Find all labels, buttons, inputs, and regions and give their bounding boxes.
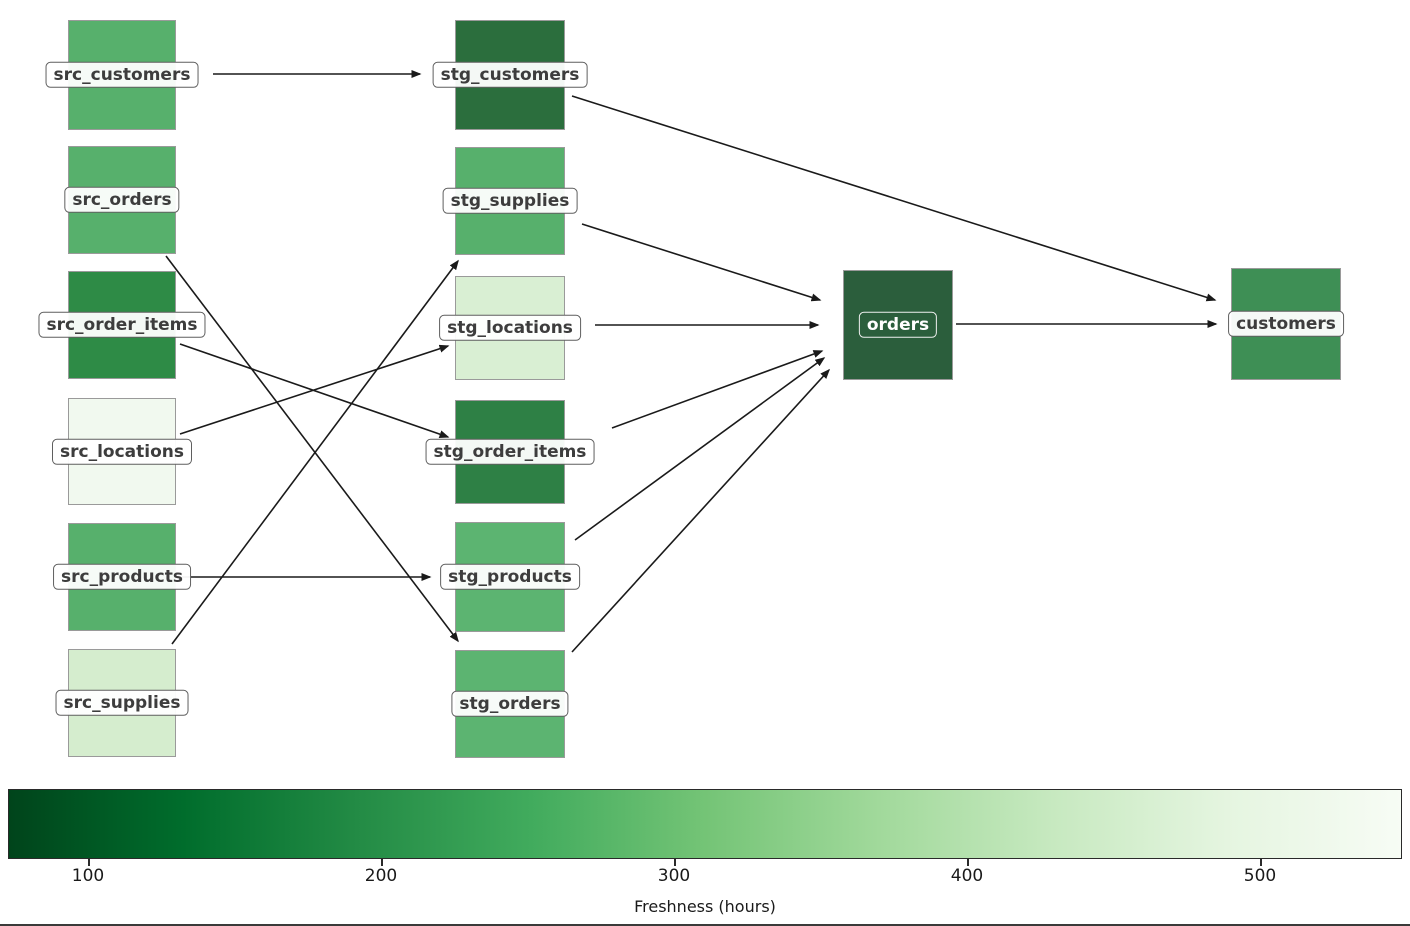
node-label-stg_order_items: stg_order_items [425, 438, 595, 466]
edge-stg_supplies-to-orders [581, 223, 822, 302]
edge-src_order_items-to-stg_order_items [179, 343, 450, 438]
edge-stg_orders-to-orders [571, 368, 831, 653]
edge-src_locations-to-stg_locations [179, 344, 450, 435]
node-label-customers: customers [1228, 310, 1344, 338]
colorbar-tick-label-400: 400 [950, 866, 984, 886]
node-label-stg_locations: stg_locations [439, 314, 581, 342]
node-label-src_products: src_products [53, 563, 191, 591]
freshness-colorbar [8, 789, 1402, 859]
node-label-stg_customers: stg_customers [432, 61, 588, 89]
node-label-src_order_items: src_order_items [38, 311, 206, 339]
node-label-src_supplies: src_supplies [55, 689, 189, 717]
edge-stg_order_items-to-orders [611, 350, 824, 429]
node-label-stg_orders: stg_orders [451, 690, 569, 718]
figure-bottom-rule [0, 924, 1410, 926]
colorbar-tick-400 [967, 859, 969, 866]
colorbar-axis-label: Freshness (hours) [634, 897, 776, 916]
edge-stg_products-to-orders [574, 357, 826, 541]
node-label-orders: orders [858, 311, 938, 339]
node-label-stg_products: stg_products [440, 563, 580, 591]
node-label-stg_supplies: stg_supplies [442, 187, 578, 215]
colorbar-tick-200 [381, 859, 383, 866]
node-label-src_locations: src_locations [52, 438, 192, 465]
edge-src_orders-to-stg_orders [165, 255, 459, 643]
edge-group [165, 70, 1218, 653]
colorbar-tick-300 [674, 859, 676, 866]
colorbar-tick-100 [88, 859, 90, 866]
colorbar-tick-label-500: 500 [1243, 866, 1277, 886]
node-label-src_orders: src_orders [64, 186, 180, 214]
colorbar-tick-label-300: 300 [657, 866, 691, 886]
edge-src_supplies-to-stg_supplies [171, 259, 459, 645]
colorbar-tick-500 [1260, 859, 1262, 866]
node-orders [843, 270, 953, 380]
colorbar-tick-label-100: 100 [71, 866, 105, 886]
colorbar-tick-label-200: 200 [364, 866, 398, 886]
node-label-src_customers: src_customers [45, 61, 199, 89]
